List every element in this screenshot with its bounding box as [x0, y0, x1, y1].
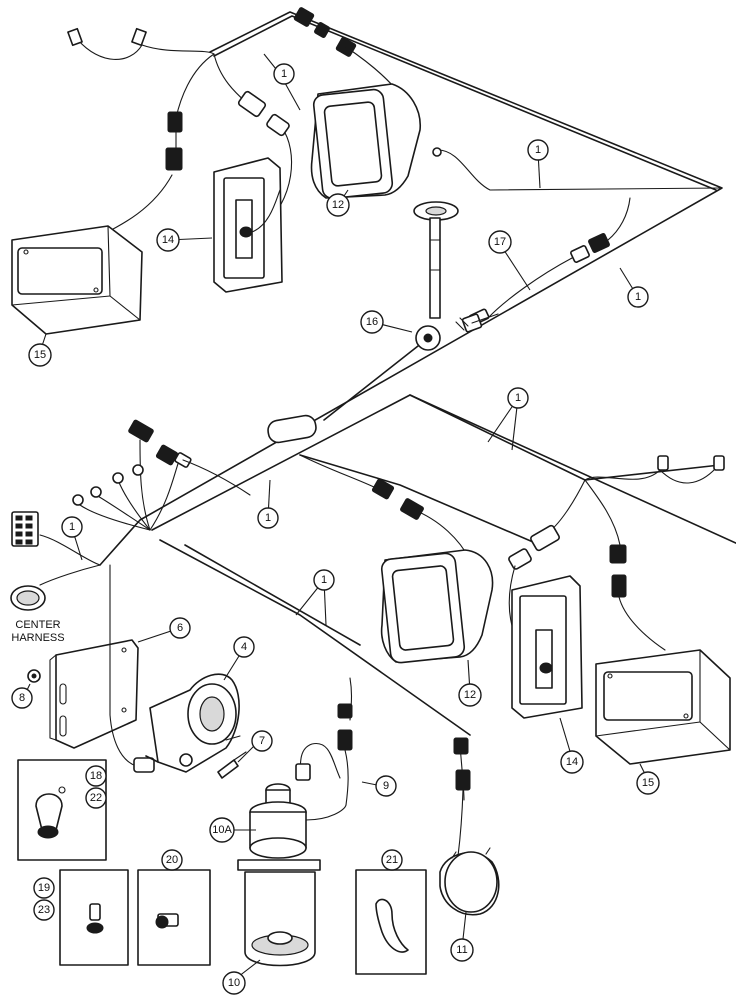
- screw-8: [27, 669, 41, 683]
- callout-1b: 1: [527, 139, 549, 161]
- svg-text:10: 10: [228, 977, 240, 989]
- bolt-7: [217, 751, 247, 779]
- svg-text:23: 23: [38, 904, 50, 916]
- svg-text:8: 8: [19, 692, 25, 704]
- callout-21: 21: [381, 849, 403, 871]
- svg-text:10A: 10A: [212, 824, 232, 836]
- svg-text:1: 1: [321, 574, 327, 586]
- svg-text:21: 21: [386, 854, 398, 866]
- inset-box-19-23: [59, 869, 129, 966]
- svg-text:11: 11: [456, 944, 467, 956]
- callout-14b: 14: [560, 750, 584, 774]
- center-harness-label-line2: HARNESS: [11, 632, 64, 644]
- callout-9: 9: [375, 775, 397, 797]
- svg-text:14: 14: [162, 234, 174, 246]
- svg-text:1: 1: [281, 68, 287, 80]
- fuel-sender-16: [267, 201, 459, 444]
- svg-text:1: 1: [535, 144, 541, 156]
- pump-10: [237, 677, 353, 967]
- svg-text:22: 22: [90, 792, 102, 804]
- svg-text:7: 7: [259, 735, 265, 747]
- callout-1d: 1: [507, 387, 529, 409]
- svg-text:4: 4: [241, 641, 247, 653]
- work-light-12-bottom: [380, 549, 494, 664]
- svg-text:1: 1: [635, 291, 641, 303]
- svg-text:12: 12: [464, 689, 476, 701]
- callout-1a: 1: [273, 63, 295, 85]
- callout-11: 11: [450, 938, 474, 962]
- svg-text:17: 17: [494, 236, 506, 248]
- center-harness-label-line1: CENTER: [15, 619, 60, 631]
- svg-text:16: 16: [366, 316, 378, 328]
- callout-1e: 1: [257, 507, 279, 529]
- callout-10: 10: [222, 971, 246, 995]
- callout-15a: 15: [28, 343, 52, 367]
- switch-panel-14-bottom: [511, 575, 583, 719]
- callout-15b: 15: [636, 771, 660, 795]
- callout-17: 17: [488, 230, 512, 254]
- callout-8: 8: [11, 687, 33, 709]
- svg-text:20: 20: [166, 854, 178, 866]
- left-connector-bundle: CENTER HARNESS: [10, 419, 251, 644]
- svg-text:9: 9: [383, 780, 389, 792]
- svg-text:1: 1: [265, 512, 271, 524]
- svg-text:18: 18: [90, 770, 102, 782]
- callout-19: 19: [33, 877, 55, 899]
- svg-text:15: 15: [642, 777, 654, 789]
- inset-box-20: [137, 869, 211, 966]
- svg-text:1: 1: [69, 521, 75, 533]
- callout-1c: 1: [627, 286, 649, 308]
- callout-16: 16: [360, 310, 384, 334]
- sensor-17: [455, 313, 499, 333]
- callout-23: 23: [33, 899, 55, 921]
- callout-6: 6: [169, 617, 191, 639]
- light-15-right: [595, 649, 731, 765]
- bracket-6: [49, 564, 155, 773]
- callout-20: 20: [161, 849, 183, 871]
- sensor-11: [439, 737, 500, 916]
- callout-12b: 12: [458, 683, 482, 707]
- right-harness: [299, 454, 725, 669]
- svg-text:14: 14: [566, 756, 578, 768]
- svg-text:15: 15: [34, 349, 46, 361]
- callout-10a: 10A: [209, 817, 235, 843]
- callout-1f: 1: [61, 516, 83, 538]
- svg-text:12: 12: [332, 199, 344, 211]
- svg-text:19: 19: [38, 882, 50, 894]
- svg-text:6: 6: [177, 622, 183, 634]
- switch-panel-14-top: [213, 157, 283, 293]
- svg-text:1: 1: [515, 392, 521, 404]
- callout-1g: 1: [313, 569, 335, 591]
- light-15-left: [11, 225, 143, 335]
- callout-14a: 14: [156, 228, 180, 252]
- horn-4: [145, 673, 241, 773]
- upper-right-harness: [432, 147, 723, 326]
- inset-box-21: [355, 869, 427, 975]
- work-light-12-top: [310, 83, 421, 200]
- callout-22: 22: [85, 787, 107, 809]
- callout-4: 4: [233, 636, 255, 658]
- callout-18: 18: [85, 765, 107, 787]
- callout-12a: 12: [326, 193, 350, 217]
- callout-7: 7: [251, 730, 273, 752]
